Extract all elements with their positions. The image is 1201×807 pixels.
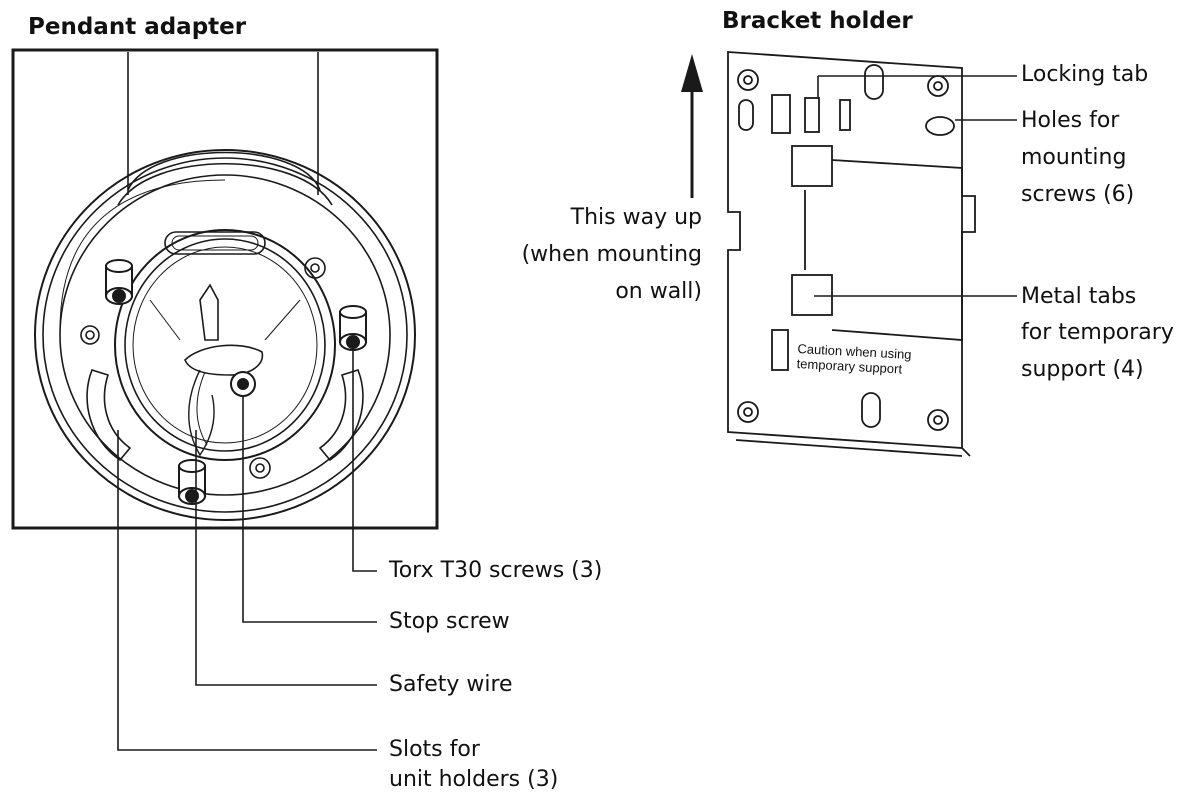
this-way-up-label-line-1: This way up xyxy=(570,205,702,230)
metal-tabs-label-line-1: Metal tabs xyxy=(1021,284,1137,309)
pendant-adapter-frame xyxy=(11,48,439,530)
slots-label-line-1: Slots for xyxy=(389,737,480,762)
bracket-holder-title: Bracket holder xyxy=(722,8,913,34)
stop-screw-label: Stop screw xyxy=(389,609,510,634)
up-arrow-icon xyxy=(681,54,703,198)
holes-label-line-3: screws (6) xyxy=(1021,182,1135,207)
pendant-adapter-drawing xyxy=(34,52,416,521)
safety-wire-label: Safety wire xyxy=(389,672,513,697)
holes-label-line-2: mounting xyxy=(1021,145,1127,170)
pendant-leader-lines xyxy=(117,342,377,751)
locking-tab-label: Locking tab xyxy=(1021,62,1149,87)
slots-label-line-2: unit holders (3) xyxy=(389,767,559,792)
metal-tabs-label-line-2: for temporary xyxy=(1021,320,1174,345)
holes-label-line-1: Holes for xyxy=(1021,108,1120,133)
metal-tabs-label-line-3: support (4) xyxy=(1021,357,1144,382)
pendant-adapter-title: Pendant adapter xyxy=(28,14,247,40)
this-way-up-label-line-3: on wall) xyxy=(615,279,702,304)
torx-screw-icons xyxy=(105,259,367,505)
this-way-up-label-line-2: (when mounting xyxy=(521,242,702,267)
torx-screws-label: Torx T30 screws (3) xyxy=(389,558,603,583)
caution-plate-text: Caution when using temporary support xyxy=(796,341,912,377)
bracket-leader-lines xyxy=(814,75,1017,297)
bracket-holder-drawing xyxy=(727,51,976,457)
